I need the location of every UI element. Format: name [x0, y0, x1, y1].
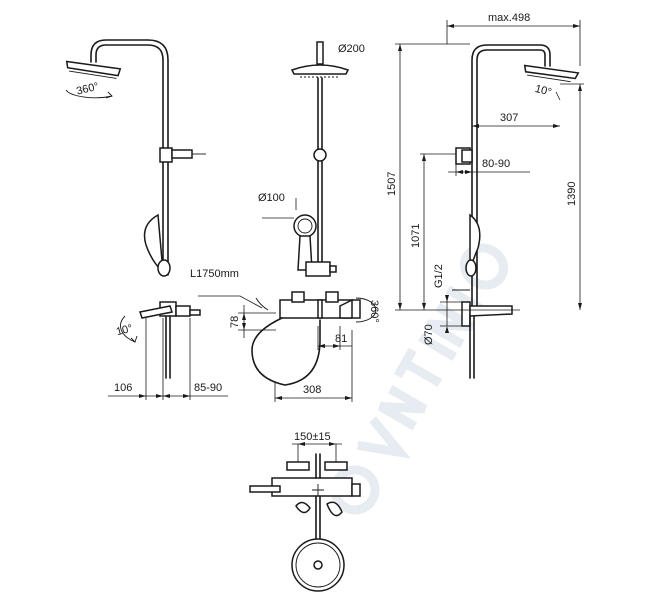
label-total-height: 1507 — [386, 172, 398, 196]
label-hose-length: L1750mm — [190, 268, 239, 280]
label-arm-reach: 307 — [500, 112, 518, 124]
watermark — [330, 243, 509, 515]
top-view-mixer — [249, 442, 361, 592]
label-rotation-spout: 360° — [368, 300, 380, 323]
label-mixer-width: 308 — [303, 384, 321, 396]
label-spout-diameter: Ø70 — [423, 324, 435, 345]
dimension-view-column — [395, 20, 584, 379]
label-angle-spout: 10° — [115, 322, 134, 338]
label-rotation-head: 360° — [75, 81, 100, 98]
label-mixer-height: 78 — [229, 316, 241, 328]
label-bracket-span: 80-90 — [482, 158, 510, 170]
label-spout-offset: 106 — [114, 382, 132, 394]
label-diameter-hand: Ø100 — [258, 192, 285, 204]
label-rail-height: 1071 — [410, 224, 422, 248]
label-diameter-head: Ø200 — [338, 43, 365, 55]
label-wall-span: 85-90 — [194, 382, 222, 394]
label-max-width: max.498 — [488, 12, 530, 24]
front-view-column — [198, 41, 377, 402]
label-head-height: 1390 — [566, 182, 578, 206]
label-angle-head: 10° — [534, 83, 553, 99]
label-thread: G1/2 — [433, 264, 445, 288]
side-view-column — [65, 39, 228, 400]
label-mixer-depth: 81 — [335, 333, 347, 345]
label-centers: 150±15 — [294, 431, 331, 443]
